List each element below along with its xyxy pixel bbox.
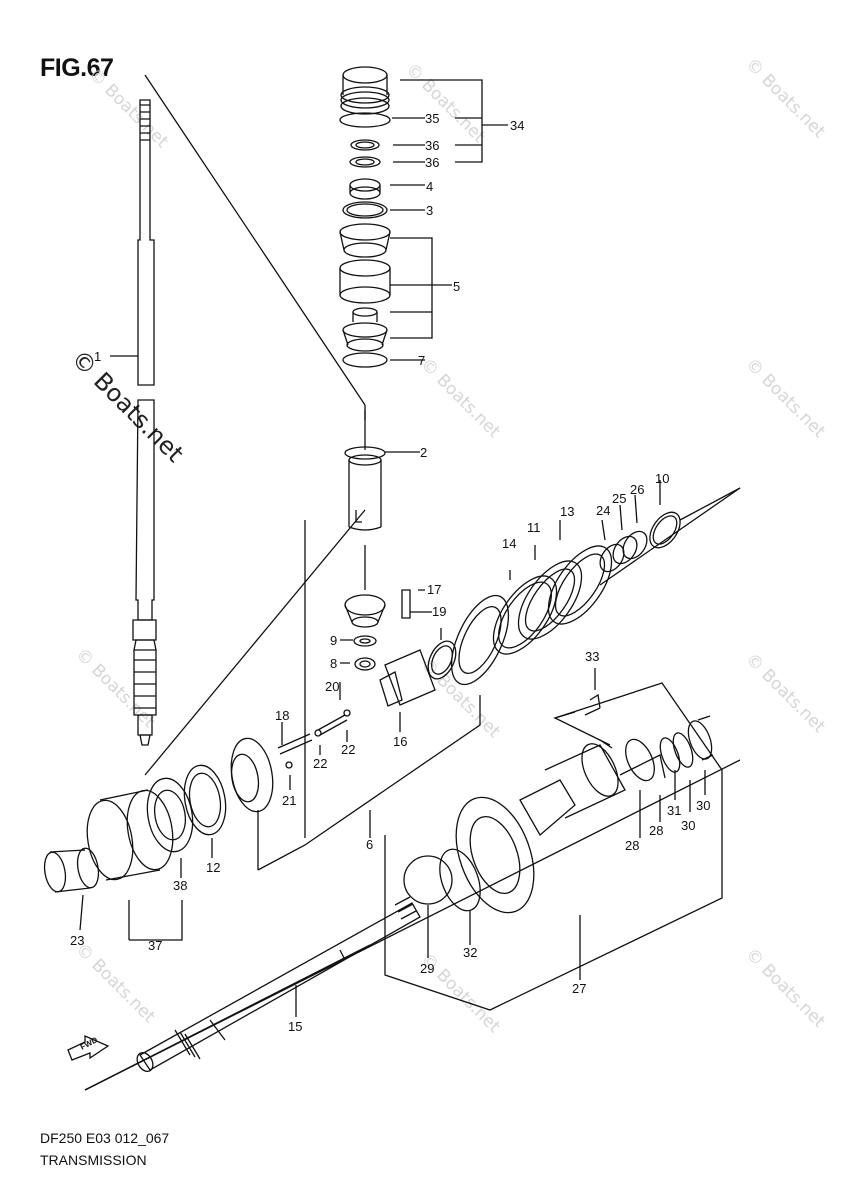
callout-number: 34 [510, 118, 524, 133]
washer-part-9 [353, 635, 377, 647]
callout-number: 12 [206, 860, 220, 875]
callout-number: 31 [667, 803, 681, 818]
callout-number: 37 [148, 938, 162, 953]
watermark-strong-text: © Boats.net [66, 344, 189, 467]
callout-number: 36 [425, 155, 439, 170]
callout-number: 8 [330, 656, 337, 671]
callout-number: 1 [94, 349, 101, 364]
callout-number: 19 [432, 604, 446, 619]
callout-number: 5 [453, 279, 460, 294]
watermark-text: © Boats.net [71, 939, 159, 1027]
bolt-part-33 [584, 693, 601, 716]
leader-line [84, 944, 371, 1091]
callout-number: 15 [288, 1019, 302, 1034]
oil-seal-parts [659, 715, 714, 773]
callout-number: 30 [696, 798, 710, 813]
callout-number: 4 [426, 179, 433, 194]
callout-number: 6 [366, 837, 373, 852]
callout-labels: 1 2 3 4 5 6 7 8 9 10 11 12 13 14 15 16 1… [70, 111, 710, 1052]
bearing-housing-part-34 [339, 66, 391, 219]
propeller-shaft-part-15 [136, 896, 421, 1072]
callout-number: 2 [420, 445, 427, 460]
callout-number: 9 [330, 633, 337, 648]
clutch-part-16 [379, 649, 436, 707]
leader-line [144, 74, 366, 406]
watermark-text: © Boats.net [401, 59, 489, 147]
watermark-text: © Boats.net [741, 354, 829, 442]
o-ring-part-29 [403, 855, 453, 905]
spring-part-20 [317, 714, 348, 736]
watermark-text: © Boats.net [416, 354, 504, 442]
callout-number: 25 [612, 491, 626, 506]
leader-line [599, 487, 741, 586]
sleeve-part-2 [344, 446, 386, 531]
callout-number: 20 [325, 679, 339, 694]
drive-shaft-part-1 [132, 99, 157, 746]
figure-code: DF250 E03 012_067 [40, 1130, 170, 1146]
bearing-part-37 [86, 789, 174, 881]
callout-number: 27 [572, 981, 586, 996]
callout-number: 28 [649, 823, 663, 838]
callout-number: 7 [418, 353, 425, 368]
nut-part-8 [354, 657, 376, 671]
callout-number: 21 [282, 793, 296, 808]
group-bracket-37 [128, 900, 183, 941]
watermark-text: © Boats.net [741, 649, 829, 737]
callout-number: 17 [427, 582, 441, 597]
thrust-washers [492, 511, 681, 655]
pin-part-22 [314, 729, 322, 737]
callout-number: 35 [425, 111, 439, 126]
callout-number: 16 [393, 734, 407, 749]
figure-title: FIG.67 [40, 54, 114, 82]
callout-number: 13 [560, 504, 574, 519]
callout-number: 29 [420, 961, 434, 976]
pinion-bearing-part-5 [339, 223, 391, 368]
push-rod-part-18 [277, 733, 313, 755]
callout-number: 22 [313, 756, 327, 771]
pin-part-17 [401, 589, 411, 619]
watermark-text: © Boats.net [741, 54, 829, 142]
callout-number: 11 [527, 520, 541, 535]
leader-line [144, 509, 366, 776]
pinion-gear [344, 594, 386, 628]
figure-name: TRANSMISSION [40, 1152, 147, 1168]
callout-number: 32 [463, 945, 477, 960]
callout-number: 14 [502, 536, 516, 551]
pin-part-22 [343, 709, 351, 717]
leader-line [679, 487, 741, 521]
callout-number: 18 [275, 708, 289, 723]
watermark-text: © Boats.net [84, 64, 172, 152]
callout-number: 36 [425, 138, 439, 153]
callout-number: 23 [70, 933, 84, 948]
line-art [43, 66, 741, 1091]
watermark-text: © Boats.net [741, 944, 829, 1032]
propeller-shaft-housing [455, 738, 666, 914]
plug-part-23 [43, 847, 100, 893]
callout-number: 28 [625, 838, 639, 853]
callout-number: 3 [426, 203, 433, 218]
watermark-text: © Boats.net [71, 644, 159, 732]
callout-number: 38 [173, 878, 187, 893]
bearing-part-32 [439, 848, 481, 912]
fwd-arrow-icon [67, 1035, 110, 1061]
callout-number: 24 [596, 503, 610, 518]
callout-number: 26 [630, 482, 644, 497]
callout-number: 33 [585, 649, 599, 664]
callout-number: 22 [341, 742, 355, 757]
forward-gear [427, 594, 510, 686]
callout-number: 10 [655, 471, 669, 486]
callout-number: 30 [681, 818, 695, 833]
pin-part-21 [285, 761, 293, 769]
group-bracket-6 [257, 520, 481, 871]
